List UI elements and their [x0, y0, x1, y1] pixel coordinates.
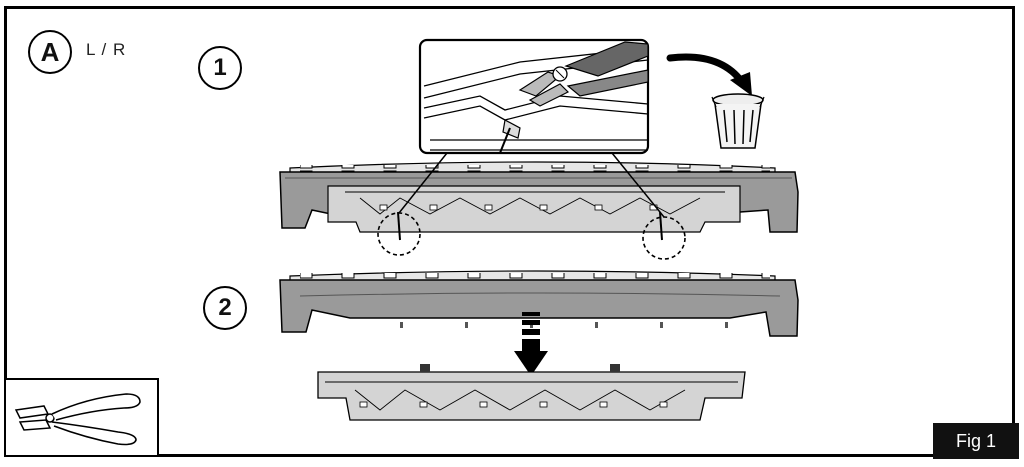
step-1-bumper-assembly — [279, 152, 799, 260]
cutting-detail-callout — [418, 38, 650, 155]
curved-arrow-icon — [666, 53, 752, 96]
step-2-badge: 2 — [203, 286, 247, 330]
step-2-number: 2 — [218, 294, 232, 321]
figure-label: Fig 1 — [933, 423, 1019, 459]
variant-badge: A — [28, 30, 72, 74]
tool-box — [4, 378, 159, 457]
trash-bin-icon — [711, 93, 765, 149]
down-arrow-icon — [514, 312, 548, 376]
step-1-badge: 1 — [198, 46, 242, 90]
removed-bracket — [317, 364, 746, 421]
variant-letter: A — [40, 36, 60, 67]
step-1-number: 1 — [213, 54, 227, 81]
step-2-bumper — [279, 270, 799, 337]
variant-sides-label: L / R — [86, 40, 127, 59]
diagonal-cutter-icon — [14, 393, 141, 446]
